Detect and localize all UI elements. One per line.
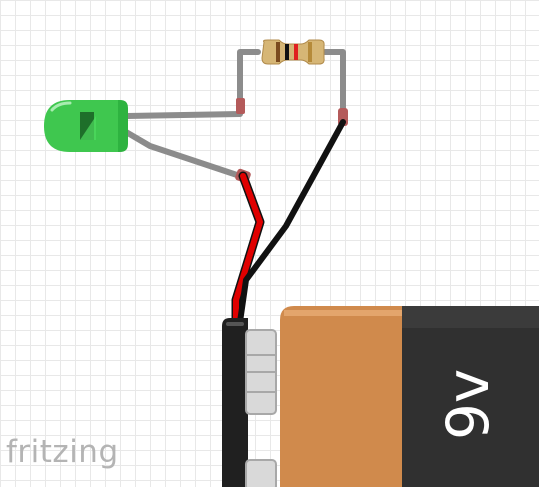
- led-post: [80, 116, 96, 140]
- led-highlight: [50, 101, 72, 112]
- fritzing-watermark: fritzing: [6, 434, 119, 470]
- resistor-band-2: [285, 44, 289, 60]
- resistor-to-black-wire[interactable]: [322, 49, 346, 111]
- led[interactable]: [44, 100, 128, 152]
- resistor-body: [261, 39, 325, 65]
- battery-9v[interactable]: 9v: [222, 306, 539, 487]
- black-wire[interactable]: [237, 119, 346, 325]
- resistor-band-1: [276, 42, 280, 62]
- battery-label: 9v: [434, 369, 502, 440]
- battery-snap-highlight: [226, 322, 244, 326]
- led-to-resistor-wire[interactable]: [123, 49, 261, 119]
- resistor-band-4: [308, 42, 312, 62]
- resistor-band-3: [294, 44, 298, 60]
- gray-wires: [123, 49, 346, 179]
- wire-connector-left: [236, 98, 245, 114]
- battery-snap-cap: [222, 318, 248, 487]
- battery-copper: [280, 306, 402, 487]
- led-to-red-wire[interactable]: [123, 129, 243, 179]
- battery-black-body: [402, 306, 539, 487]
- battery-terminal-bottom: [245, 459, 277, 487]
- resistor[interactable]: [261, 39, 325, 65]
- red-wire[interactable]: [231, 171, 265, 327]
